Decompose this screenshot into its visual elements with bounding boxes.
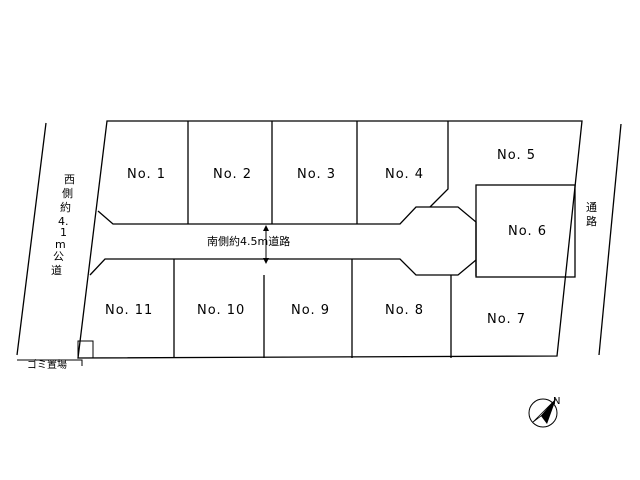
svg-text:約: 約 bbox=[60, 200, 71, 214]
lot-10-label: No. 10 bbox=[197, 303, 245, 318]
east-road-line bbox=[598, 123, 622, 356]
svg-text:公: 公 bbox=[53, 250, 64, 263]
svg-text:側: 側 bbox=[62, 187, 73, 200]
south-lots-edge bbox=[89, 258, 477, 276]
lot-7-label: No. 7 bbox=[487, 312, 526, 327]
lot-6-label: No. 6 bbox=[508, 224, 547, 239]
lot-2-label: No. 2 bbox=[213, 167, 252, 182]
svg-text:通: 通 bbox=[586, 201, 597, 214]
garbage-area bbox=[77, 340, 94, 359]
arrow-up-icon bbox=[263, 225, 269, 231]
garbage-label: ゴミ置場 bbox=[27, 358, 67, 371]
north-arrow-icon bbox=[528, 398, 558, 428]
lot-4-label: No. 4 bbox=[385, 167, 424, 182]
internal-road-label: 南側約4.5m道路 bbox=[207, 234, 290, 248]
lot-5-label: No. 5 bbox=[497, 148, 536, 163]
lot-8-label: No. 8 bbox=[385, 303, 424, 318]
arrow-down-icon bbox=[263, 258, 269, 264]
east-road-label: 通 路 bbox=[586, 201, 597, 228]
site-boundary bbox=[77, 120, 583, 359]
west-road-label: 西 側 約 4. 1 m 公 道 bbox=[51, 173, 75, 277]
west-road-line bbox=[16, 122, 47, 356]
svg-text:4.: 4. bbox=[58, 215, 69, 228]
north-label: N bbox=[553, 396, 560, 407]
svg-text:路: 路 bbox=[586, 215, 597, 228]
svg-text:道: 道 bbox=[51, 263, 62, 277]
garbage-leader-line bbox=[17, 359, 83, 366]
lot-6-outline bbox=[475, 184, 576, 278]
svg-text:西: 西 bbox=[64, 173, 75, 186]
lot-9-label: No. 9 bbox=[291, 303, 330, 318]
svg-text:m: m bbox=[55, 238, 66, 251]
lot-3-label: No. 3 bbox=[297, 167, 336, 182]
divider-4-5 bbox=[429, 121, 449, 208]
svg-text:1: 1 bbox=[60, 226, 67, 239]
lot-1-label: No. 1 bbox=[127, 167, 166, 182]
lot-11-label: No. 11 bbox=[105, 303, 153, 318]
